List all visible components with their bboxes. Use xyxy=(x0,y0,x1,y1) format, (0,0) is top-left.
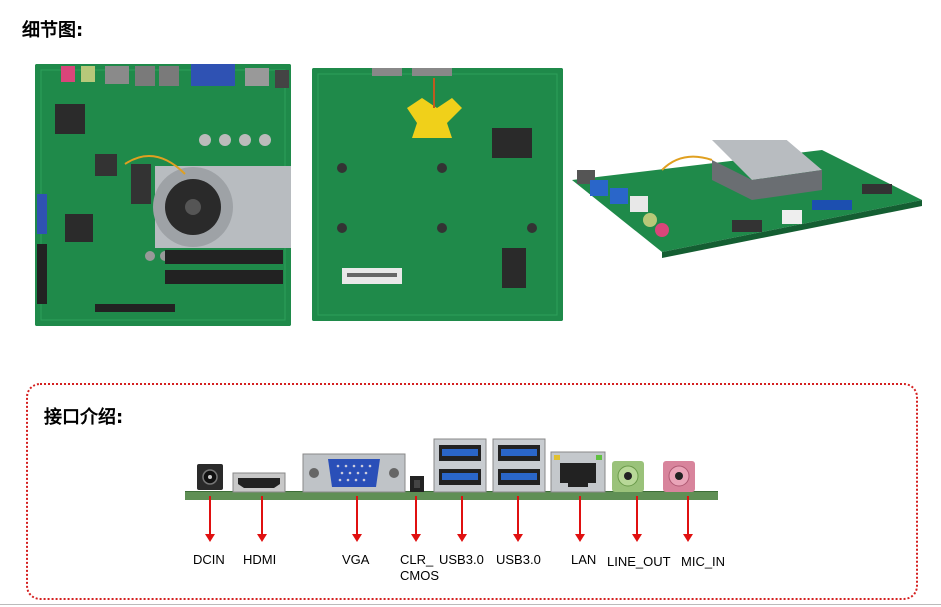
port-label-mic-in: MIC_IN xyxy=(681,554,726,569)
clr-cmos-button-icon xyxy=(410,476,424,492)
bottom-divider xyxy=(0,604,941,605)
port-label-vga: VGA xyxy=(342,552,370,567)
arrow-head-clr-cmos xyxy=(411,534,421,542)
lan-port-icon xyxy=(550,451,606,493)
arrow-lan xyxy=(579,496,581,536)
arrow-mic-in xyxy=(687,496,689,536)
section-title-ports: 接口介绍: xyxy=(44,407,124,428)
arrow-hdmi xyxy=(261,496,263,536)
vga-port-icon xyxy=(302,453,406,493)
port-label-usb3-1: USB3.0 xyxy=(439,552,484,567)
line-out-jack-icon xyxy=(611,460,645,493)
port-label-clr-cmos: CLR_ CMOS xyxy=(400,552,439,583)
arrow-usb3-2 xyxy=(517,496,519,536)
arrow-head-hdmi xyxy=(257,534,267,542)
port-label-lan: LAN xyxy=(571,552,597,567)
section-title-detail: 细节图: xyxy=(22,20,84,41)
arrow-head-dcin xyxy=(205,534,215,542)
arrow-usb3-1 xyxy=(461,496,463,536)
arrow-head-usb3-2 xyxy=(513,534,523,542)
port-label-hdmi: HDMI xyxy=(243,552,277,567)
board-bottom-view-image xyxy=(312,68,563,321)
arrow-head-line-out xyxy=(632,534,642,542)
dcin-port-icon xyxy=(195,462,225,492)
arrow-head-mic-in xyxy=(683,534,693,542)
usb3-port-1-icon xyxy=(433,438,487,493)
arrow-line-out xyxy=(636,496,638,536)
port-label-dcin: DCIN xyxy=(193,552,225,567)
arrow-clr-cmos xyxy=(415,496,417,536)
hdmi-port-icon xyxy=(232,472,286,493)
board-top-view-image xyxy=(35,64,291,326)
arrow-head-usb3-1 xyxy=(457,534,467,542)
port-label-usb3-2: USB3.0 xyxy=(496,552,541,567)
board-angled-view-image xyxy=(572,140,924,260)
port-label-line-out: LINE_OUT xyxy=(607,554,671,569)
usb3-port-2-icon xyxy=(492,438,546,493)
arrow-dcin xyxy=(209,496,211,536)
mic-in-jack-icon xyxy=(662,460,696,493)
arrow-head-lan xyxy=(575,534,585,542)
arrow-vga xyxy=(356,496,358,536)
ports-panel xyxy=(26,383,918,600)
arrow-head-vga xyxy=(352,534,362,542)
